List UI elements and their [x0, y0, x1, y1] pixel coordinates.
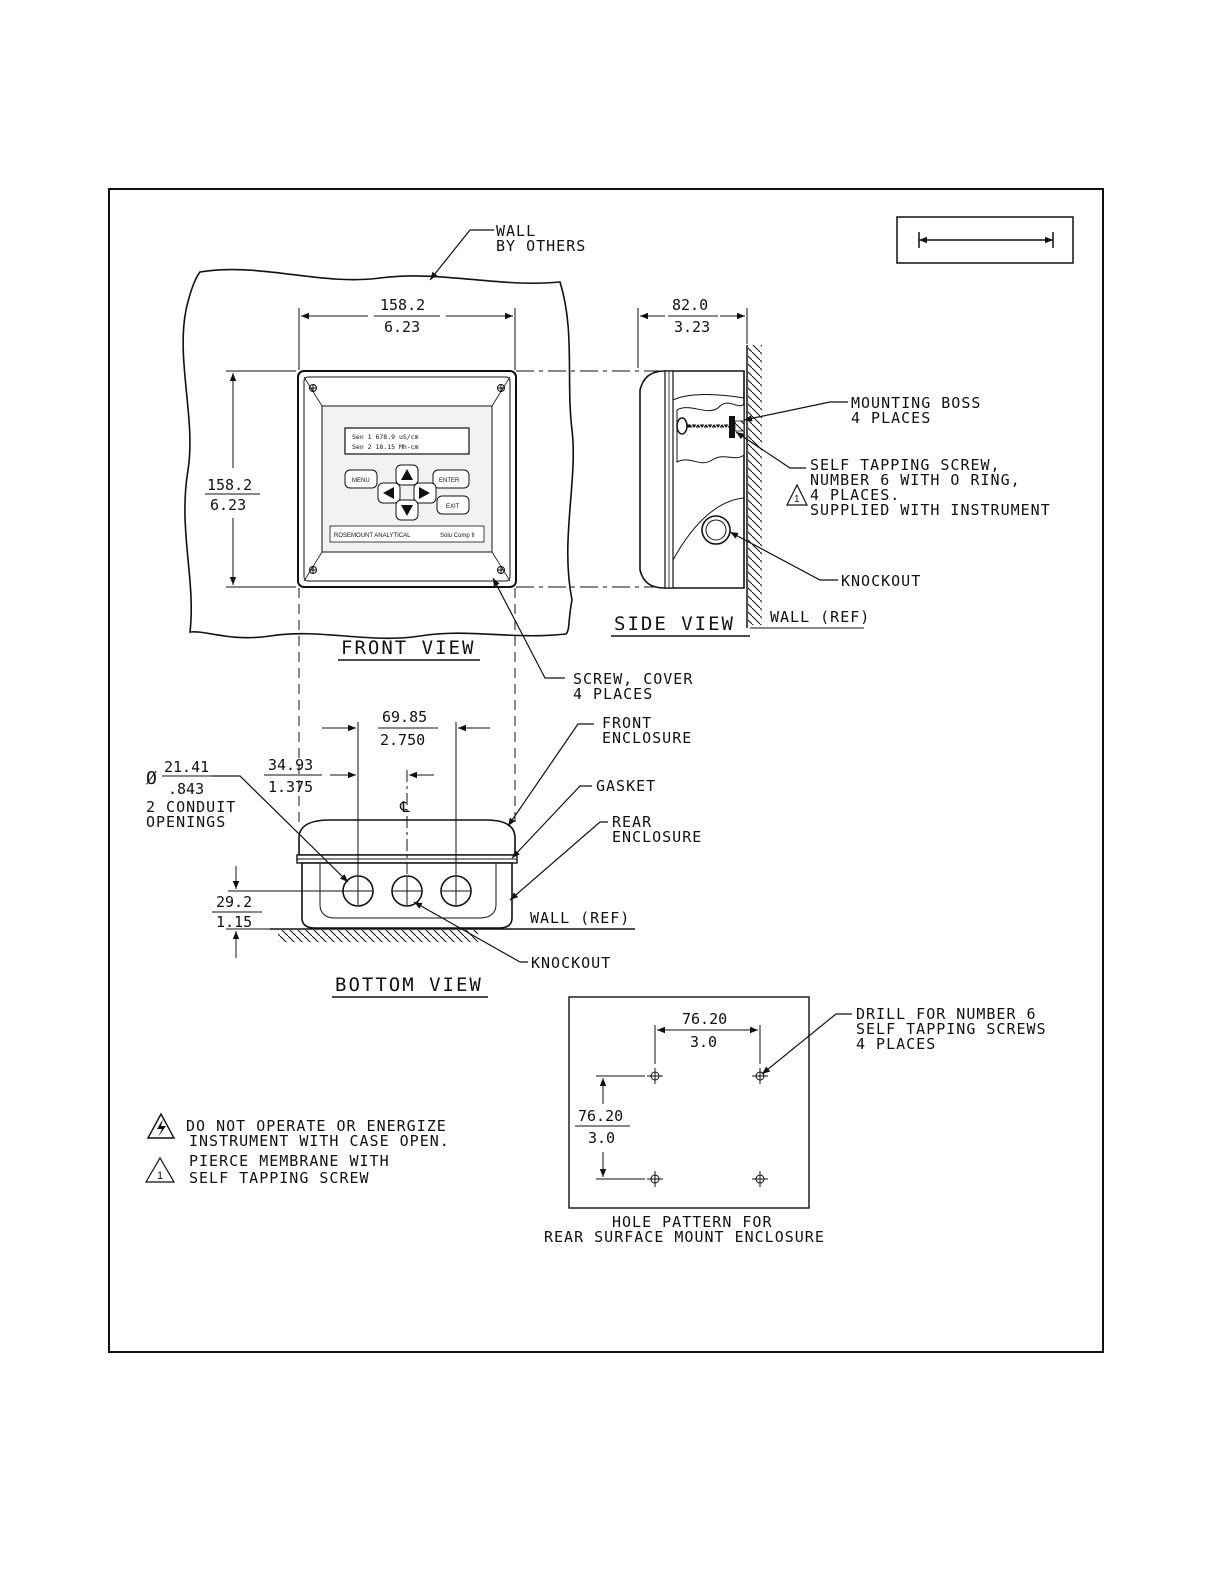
shock-note-1: DO NOT OPERATE OR ENERGIZE [186, 1117, 447, 1135]
front-height-mm: 158.2 [207, 476, 252, 494]
side-view: WALL (REF) 82.0 3.23 MOUNTING BOSS 4 PLA… [611, 296, 1051, 637]
caution-triangle-icon: 1 [144, 1156, 176, 1183]
bottom-view: WALL (REF) 69.85 2.750 34.93 1.375 ℄ Ø 2… [146, 708, 702, 998]
screw-label-4: SUPPLIED WITH INSTRUMENT [810, 501, 1051, 519]
screw-label-1: SELF TAPPING SCREW, [810, 456, 1001, 474]
bottom-front-enclosure [298, 819, 516, 856]
double-headed-arrow-icon [896, 216, 1074, 264]
front-height-in: 6.23 [210, 496, 246, 514]
half-in: 1.375 [268, 778, 313, 796]
side-wall-ref: WALL (REF) [770, 608, 870, 626]
wall-outline [182, 268, 575, 640]
boss-label-2: 4 PLACES [851, 409, 931, 427]
bottom-wall-hatch [278, 930, 478, 942]
caution-note-2: SELF TAPPING SCREW [189, 1169, 370, 1187]
cover-screw-icon [309, 384, 505, 574]
conduit-opening-icon [342, 875, 472, 907]
hole-h-in: 3.0 [690, 1033, 717, 1051]
bottom-view-title: BOTTOM VIEW [335, 974, 483, 996]
diameter-symbol: Ø [146, 768, 157, 789]
brand-strip [329, 525, 485, 543]
wall-label-2: BY OTHERS [496, 237, 586, 255]
shock-note-2: INSTRUMENT WITH CASE OPEN. [189, 1132, 450, 1150]
front-enclosure-label-2: ENCLOSURE [602, 729, 692, 747]
screw-cover-label-1: SCREW, COVER [573, 670, 693, 688]
bottom-height-mm: 29.2 [216, 893, 252, 911]
screw-label-2: NUMBER 6 WITH O RING, [810, 471, 1021, 489]
hole-pattern: 76.20 3.0 76.20 3.0 DRILL FOR NUMBER 6 S… [544, 996, 1047, 1246]
front-width-mm: 158.2 [380, 296, 425, 314]
electric-shock-warning-icon [146, 1112, 176, 1139]
lcd-line-2: Sen 2 18.15 Mh-cm [352, 443, 419, 451]
caution-num-side: 1 [794, 494, 800, 505]
hole-v-mm: 76.20 [578, 1107, 623, 1125]
wall-hatch [748, 345, 762, 625]
screw-cover-label-2: 4 PLACES [573, 685, 653, 703]
bottom-height-in: 1.15 [216, 913, 252, 931]
front-view: WALL BY OTHERS Sen 1 678.9 uS/cm Sen 2 1… [182, 222, 693, 825]
side-depth-in: 3.23 [674, 318, 710, 336]
front-view-title: FRONT VIEW [341, 637, 475, 659]
self-tapping-screw-icon [676, 416, 745, 438]
drawing-border [108, 188, 1104, 1353]
front-width-in: 6.23 [384, 318, 420, 336]
arrow-keys-icon [377, 464, 437, 521]
lcd-display [344, 427, 470, 455]
enter-key-label: ENTER [439, 478, 460, 484]
notes: DO NOT OPERATE OR ENERGIZE INSTRUMENT WI… [144, 1112, 450, 1187]
side-depth-mm: 82.0 [672, 296, 708, 314]
caution-num-note: 1 [157, 1170, 163, 1182]
brand-right: Solu Comp II [440, 533, 475, 539]
lcd-line-1: Sen 1 678.9 uS/cm [352, 433, 419, 441]
caution-note-1: PIERCE MEMBRANE WITH [189, 1152, 390, 1170]
conduit-label-1: 2 CONDUIT [146, 798, 236, 816]
half-mm: 34.93 [268, 756, 313, 774]
rear-enclosure-label-2: ENCLOSURE [612, 828, 702, 846]
menu-key-label: MENU [352, 478, 370, 484]
side-view-title: SIDE VIEW [614, 613, 735, 635]
drill-hole-icon [647, 1068, 768, 1187]
front-enclosure-label-1: FRONT [602, 714, 652, 732]
hole-caption-1: HOLE PATTERN FOR [612, 1213, 773, 1231]
bottom-wall-ref: WALL (REF) [530, 909, 630, 927]
wall-label-1: WALL [496, 222, 536, 240]
hole-h-mm: 76.20 [682, 1010, 727, 1028]
bottom-knockout-label: KNOCKOUT [531, 954, 611, 972]
screw-label-3: 4 PLACES. [810, 486, 900, 504]
hole-v-in: 3.0 [588, 1129, 615, 1147]
brand-left: ROSEMOUNT ANALYTICAL [334, 533, 411, 539]
hole-caption-2: REAR SURFACE MOUNT ENCLOSURE [544, 1228, 825, 1246]
side-knockout-label: KNOCKOUT [841, 572, 921, 590]
boss-label-1: MOUNTING BOSS [851, 394, 981, 412]
exit-key [436, 495, 470, 515]
spacing-in: 2.750 [380, 731, 425, 749]
diameter-in: .843 [168, 780, 204, 798]
enter-key [432, 469, 470, 489]
drill-label-3: 4 PLACES [856, 1035, 936, 1053]
spacing-mm: 69.85 [382, 708, 427, 726]
centerline-icon: ℄ [399, 798, 411, 816]
diameter-mm: 21.41 [164, 758, 209, 776]
caution-triangle-icon: 1 [786, 483, 808, 506]
rear-enclosure-label-1: REAR [612, 813, 652, 831]
hole-pattern-plate [568, 996, 810, 1209]
gasket-label: GASKET [596, 777, 656, 795]
conduit-label-2: OPENINGS [146, 813, 226, 831]
menu-key [344, 469, 378, 489]
exit-key-label: EXIT [446, 504, 460, 510]
drill-label-1: DRILL FOR NUMBER 6 [856, 1005, 1037, 1023]
drill-label-2: SELF TAPPING SCREWS [856, 1020, 1047, 1038]
